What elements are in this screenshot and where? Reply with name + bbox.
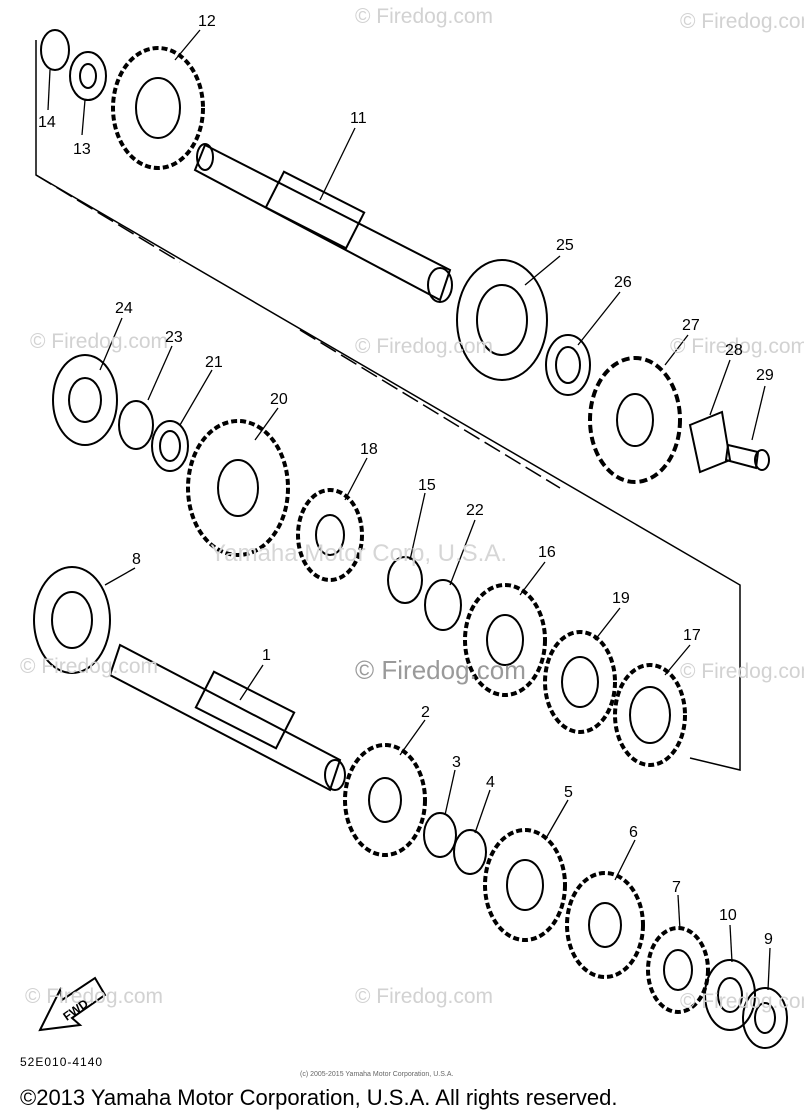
callout-27: 27 (682, 317, 700, 334)
circlip-15 (387, 556, 423, 604)
gear-5 (483, 828, 567, 942)
callout-14: 14 (38, 114, 56, 131)
callout-2: 2 (421, 704, 430, 721)
callout-16: 16 (538, 544, 556, 561)
fwd-arrow-icon (38, 976, 107, 1032)
callout-1: 1 (262, 647, 271, 664)
circlip-14 (40, 29, 70, 71)
callout-17: 17 (683, 627, 701, 644)
gear-16 (463, 583, 547, 697)
gear-18 (296, 488, 364, 582)
watermark: © Firedog.com (670, 335, 804, 358)
watermark: © Firedog.com (680, 990, 804, 1013)
overlay-watermark: Yamaha Motor Corp, U.S.A. (210, 540, 507, 567)
callout-3: 3 (452, 754, 461, 771)
lock-washer-28 (688, 410, 732, 474)
washer-22 (424, 579, 462, 631)
center-watermark: © Firedog.com (355, 655, 526, 685)
callout-25: 25 (556, 237, 574, 254)
callout-21: 21 (205, 354, 223, 371)
leader-lines (47, 29, 771, 991)
circlip-3 (423, 812, 457, 858)
watermark: © Firedog.com (30, 330, 169, 353)
washer-21 (151, 420, 189, 472)
copyright-notice: ©2013 Yamaha Motor Corporation, U.S.A. A… (20, 1085, 618, 1110)
gear-6 (565, 871, 645, 979)
oil-seal-26 (545, 334, 591, 396)
callout-13: 13 (73, 141, 91, 158)
circlip-23 (118, 400, 154, 450)
callout-20: 20 (270, 391, 288, 408)
gear-20 (186, 419, 290, 557)
bearing-24 (52, 354, 118, 446)
callout-11: 11 (350, 110, 367, 127)
callout-19: 19 (612, 590, 630, 607)
callout-15: 15 (418, 477, 436, 494)
gear-12 (111, 46, 205, 170)
bearing-25 (456, 259, 548, 381)
bearing-10 (704, 959, 756, 1031)
watermark: © Firedog.com (355, 985, 494, 1008)
callout-12: 12 (198, 13, 216, 30)
callout-28: 28 (725, 342, 743, 359)
callout-7: 7 (672, 879, 681, 896)
group-outline (35, 40, 741, 771)
callout-9: 9 (764, 931, 773, 948)
watermark: © Firedog.com (355, 335, 494, 358)
group-outline-dash (35, 174, 561, 489)
callout-26: 26 (614, 274, 632, 291)
callout-6: 6 (629, 824, 638, 841)
seal-9 (742, 987, 788, 1049)
callout-10: 10 (719, 907, 737, 924)
callout-18: 18 (360, 441, 378, 458)
watermark: © Firedog.com (680, 660, 804, 683)
small-copyright: (c) 2005-2015 Yamaha Motor Corporation, … (300, 1071, 454, 1078)
part-code: 52E010-4140 (20, 1055, 104, 1069)
gear-17 (613, 663, 687, 767)
callout-23: 23 (165, 329, 183, 346)
callout-22: 22 (466, 502, 484, 519)
callout-29: 29 (756, 367, 774, 384)
gear-7 (646, 926, 710, 1014)
main-axle-1 (108, 643, 346, 792)
callout-5: 5 (564, 784, 573, 801)
washer-13 (69, 51, 107, 101)
callout-8: 8 (132, 551, 141, 568)
watermark: © Firedog.com (20, 655, 159, 678)
bearing-8 (33, 566, 111, 674)
sprocket-27 (588, 356, 682, 484)
main-axle-11 (193, 143, 453, 303)
bolt-29 (724, 443, 770, 471)
callout-4: 4 (486, 774, 495, 791)
callout-24: 24 (115, 300, 133, 317)
gear-2 (343, 743, 427, 857)
watermark: © Firedog.com (355, 5, 494, 28)
washer-4 (453, 829, 487, 875)
watermark: © Firedog.com (25, 985, 164, 1008)
watermark: © Firedog.com (680, 10, 804, 33)
gear-19 (543, 630, 617, 734)
